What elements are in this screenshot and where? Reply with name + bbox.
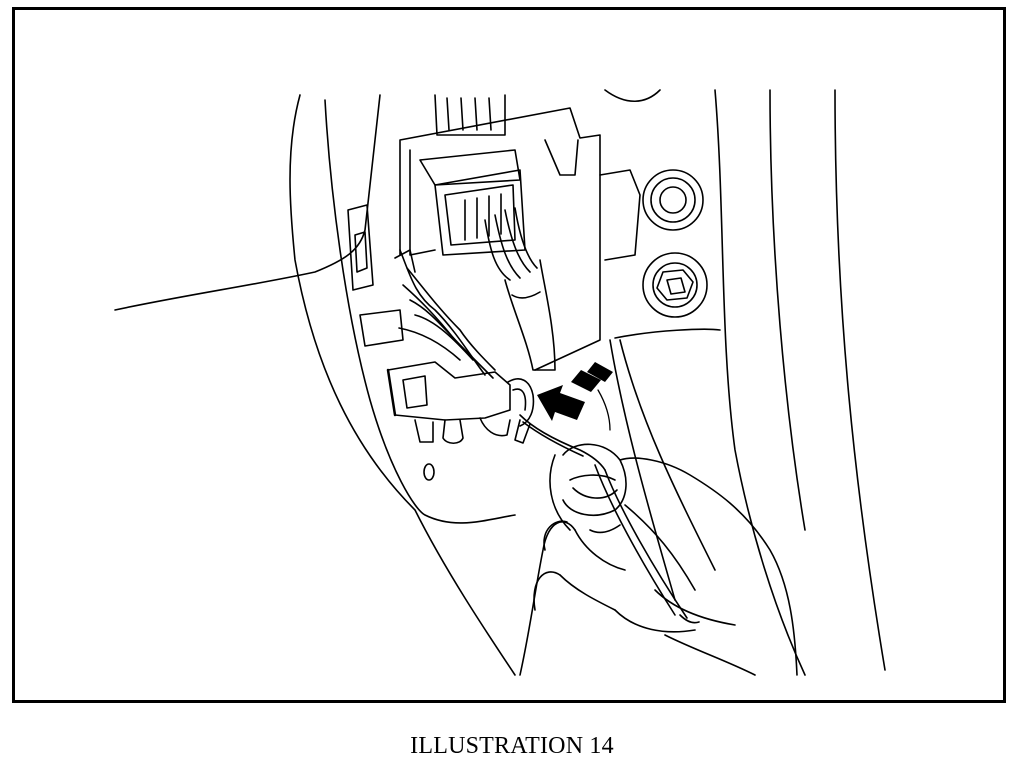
- side-slot: [347, 204, 404, 347]
- upper-connector: [434, 169, 556, 371]
- mount-bracket: [399, 94, 641, 371]
- bolts: [642, 169, 708, 318]
- removal-arrow: [537, 362, 613, 421]
- technical-illustration: [114, 89, 886, 676]
- hand: [519, 443, 798, 676]
- wire-bundle: [394, 249, 496, 379]
- illustration-caption: ILLUSTRATION 14: [410, 733, 614, 759]
- lower-connector: [386, 361, 535, 445]
- pulled-wire: [514, 414, 688, 619]
- arrow-guide-line: [597, 389, 611, 431]
- dash-panel: [114, 89, 886, 676]
- illustration-frame: [12, 7, 1006, 703]
